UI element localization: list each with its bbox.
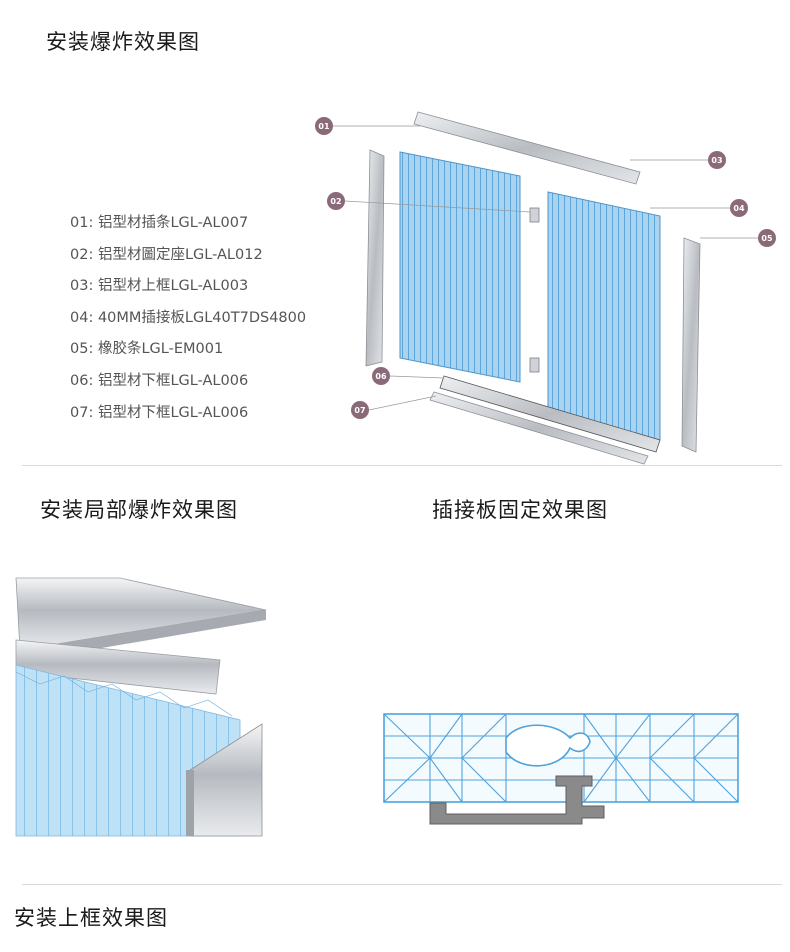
svg-text:07: 07 — [354, 406, 365, 415]
legend-item: 02: 铝型材圖定座LGL-AL012 — [70, 246, 263, 263]
callout-01: 01 — [315, 117, 420, 135]
legend-item: 03: 铝型材上框LGL-AL003 — [70, 278, 249, 295]
callout-04: 04 — [650, 199, 748, 217]
fixing-clip — [529, 207, 540, 223]
bottom-frame-rail — [439, 375, 661, 453]
svg-text:05: 05 — [761, 234, 773, 243]
callout-07: 07 — [351, 395, 437, 419]
section-divider — [22, 465, 782, 466]
fixing-clip — [529, 357, 540, 373]
legend-item: 05: 橡胶条LGL-EM001 — [70, 341, 224, 358]
svg-text:03: 03 — [711, 156, 722, 165]
panel-fixing-title: 插接板固定效果图 — [432, 498, 608, 522]
partial-exploded-title: 安装局部爆炸效果图 — [40, 498, 238, 522]
side-profile-edge — [186, 770, 194, 836]
u-channel — [15, 639, 221, 695]
callout-02: 02 — [327, 192, 531, 213]
top-frame-title: 安装上框效果图 — [14, 906, 168, 930]
svg-text:01: 01 — [318, 122, 330, 131]
legend-item: 06: 铝型材下框LGL-AL006 — [70, 372, 249, 389]
svg-text:04: 04 — [733, 204, 745, 213]
bottom-frame-rail — [429, 391, 649, 465]
left-side-rail — [365, 149, 385, 367]
legend-item: 01: 铝型材插条LGL-AL007 — [70, 215, 249, 231]
legend-item: 07: 铝型材下框LGL-AL006 — [70, 404, 249, 421]
exploded-view-title: 安装爆炸效果图 — [46, 30, 200, 54]
callout-06: 06 — [372, 367, 445, 385]
section-divider — [22, 884, 782, 885]
svg-text:06: 06 — [375, 372, 387, 381]
panel-truss — [15, 671, 233, 717]
top-frame-rail — [413, 111, 641, 185]
panel-joint — [505, 724, 591, 767]
callout-05: 05 — [700, 229, 776, 247]
svg-text:02: 02 — [330, 197, 341, 206]
legend-item: 04: 40MM插接板LGL40T7DS4800 — [70, 309, 307, 326]
right-side-rail — [681, 237, 701, 453]
parts-legend: 01: 铝型材插条LGL-AL007 02: 铝型材圖定座LGL-AL012 0… — [70, 208, 306, 429]
callout-03: 03 — [630, 151, 726, 169]
fixing-seat — [429, 775, 605, 825]
